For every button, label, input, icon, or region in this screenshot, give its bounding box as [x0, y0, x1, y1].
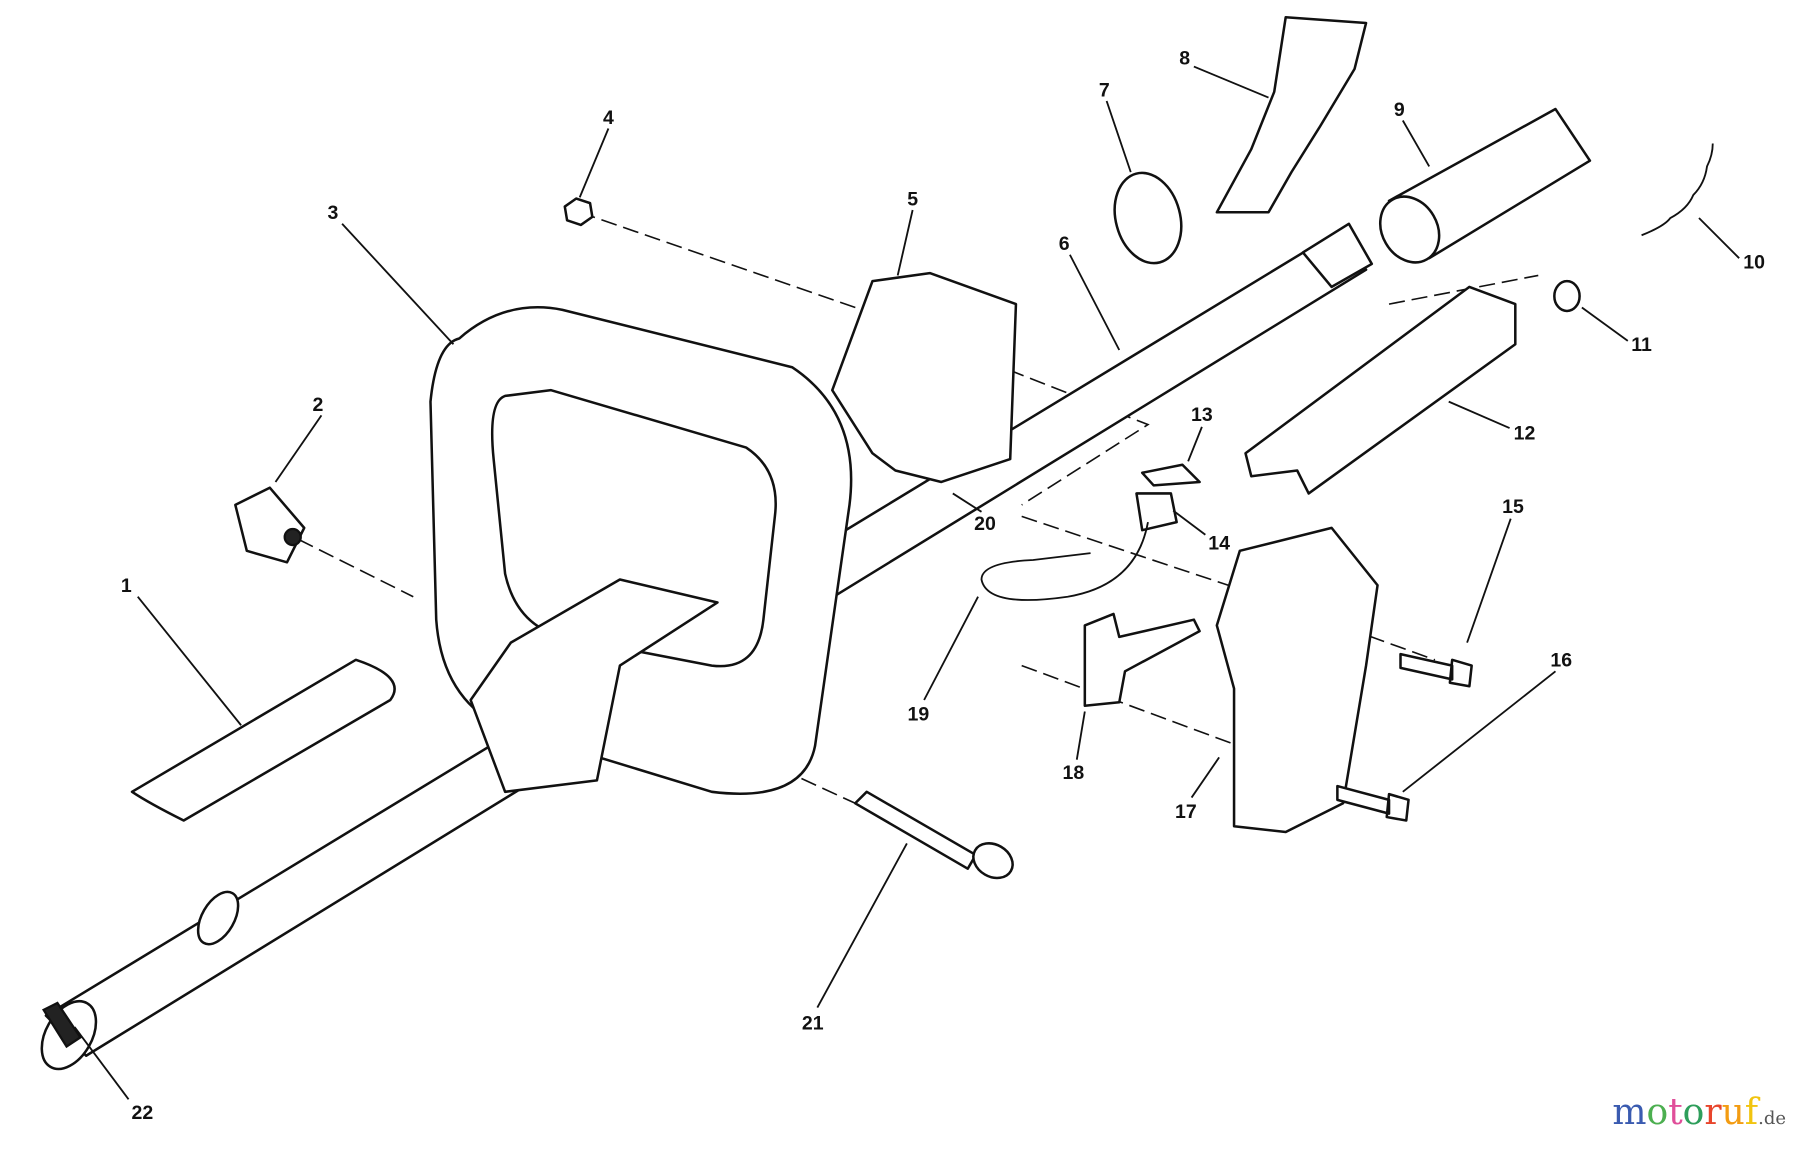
- part-2-knob: [234, 486, 306, 564]
- part-4-nut: [563, 197, 594, 227]
- part-12-housing: [1244, 285, 1517, 495]
- leader-lines: [73, 65, 1740, 1100]
- callout-15: 15: [1502, 496, 1524, 518]
- watermark-text: motoruf: [1612, 1092, 1759, 1133]
- part-7-ring: [1113, 171, 1183, 265]
- callout-19: 19: [908, 704, 930, 726]
- part-21-bolt: [853, 790, 1014, 880]
- callout-22: 22: [131, 1102, 153, 1124]
- callout-8: 8: [1179, 47, 1190, 69]
- part-11-bushing: [1553, 279, 1581, 313]
- part-18-trigger: [1083, 612, 1201, 708]
- callout-11: 11: [1631, 334, 1652, 356]
- callout-21: 21: [802, 1012, 824, 1034]
- watermark-suffix: .de: [1758, 1108, 1786, 1129]
- part-17-side-plate: [1215, 526, 1379, 834]
- callout-2: 2: [313, 394, 324, 416]
- part-9-sleeve: [1379, 107, 1592, 264]
- callout-9: 9: [1394, 99, 1405, 121]
- part-16-screw: [1336, 784, 1410, 822]
- callout-13: 13: [1191, 404, 1213, 426]
- part-19-wire: [980, 521, 1149, 601]
- callout-5: 5: [907, 188, 918, 210]
- part-5-bracket: [831, 271, 1018, 484]
- callout-6: 6: [1059, 233, 1070, 255]
- part-10-spring: [1641, 143, 1714, 237]
- callout-14: 14: [1208, 533, 1230, 555]
- part-15-screw: [1399, 652, 1473, 688]
- part-3-handle: [429, 306, 853, 795]
- part-8-strap: [1215, 15, 1368, 214]
- callout-17: 17: [1175, 801, 1197, 823]
- callout-10: 10: [1743, 252, 1765, 274]
- callout-1: 1: [121, 575, 132, 597]
- part-13-switch-cover: [1140, 463, 1201, 487]
- callout-18: 18: [1062, 762, 1084, 784]
- callout-numbers: 1 2 3 4 5 6 7 8 9 10 11 12 13 14 15 16 1…: [121, 47, 1765, 1124]
- callout-20: 20: [974, 513, 996, 535]
- callout-4: 4: [603, 107, 614, 129]
- watermark-logo: motoruf.de: [1612, 1092, 1786, 1133]
- callout-16: 16: [1550, 650, 1572, 672]
- part-1-shaft-cover: [130, 658, 396, 822]
- callout-12: 12: [1514, 423, 1536, 445]
- callout-3: 3: [327, 202, 338, 224]
- part-14-switch: [1135, 492, 1178, 532]
- callout-7: 7: [1099, 79, 1110, 101]
